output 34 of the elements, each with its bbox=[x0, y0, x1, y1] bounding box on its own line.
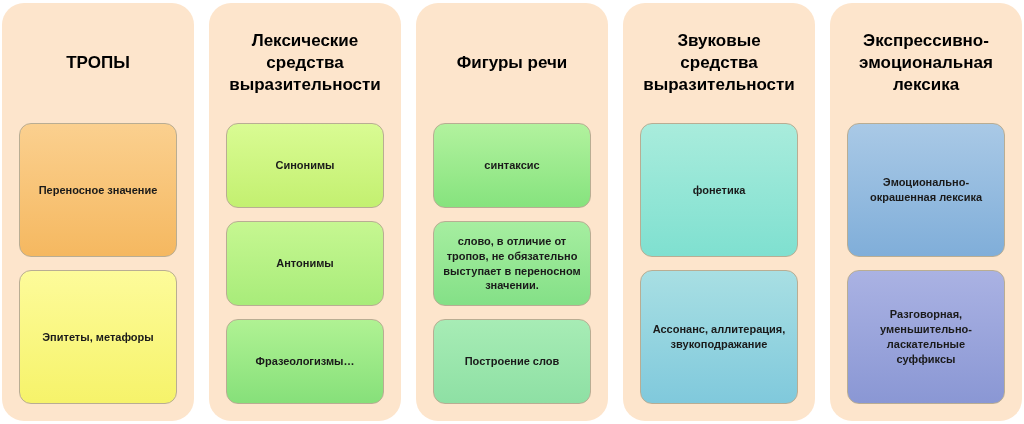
column-heading: Звуковые средства выразительности bbox=[642, 29, 796, 97]
item-box bbox=[226, 221, 384, 306]
column-heading: Экспрессивно-эмоциональная лексика bbox=[858, 29, 994, 97]
item-text: Антонимы bbox=[276, 256, 334, 271]
item-text: синтаксис bbox=[484, 158, 540, 173]
item-box bbox=[433, 319, 591, 404]
item-text: Эмоционально-окрашенная лексика bbox=[868, 175, 984, 205]
category-column bbox=[416, 3, 608, 421]
category-column bbox=[209, 3, 401, 421]
column-heading: Лексические средства выразительности bbox=[228, 29, 382, 97]
item-box bbox=[847, 123, 1005, 257]
item-text: Синонимы bbox=[275, 158, 335, 173]
item-box bbox=[19, 123, 177, 257]
column-heading: Фигуры речи bbox=[455, 51, 569, 74]
category-column bbox=[2, 3, 194, 421]
item-box bbox=[433, 123, 591, 208]
item-text: слово, в отличие от тропов, не обязательно выступает в переносном значении. bbox=[442, 233, 582, 294]
item-box bbox=[640, 270, 798, 404]
item-text: Ассонанс, аллитерация, звукоподражание bbox=[651, 322, 787, 352]
item-box bbox=[19, 270, 177, 404]
item-box bbox=[847, 270, 1005, 404]
item-text: Разговорная, уменьшительно-ласкательные суффиксы bbox=[879, 307, 973, 367]
column-heading: ТРОПЫ bbox=[65, 51, 131, 74]
item-box bbox=[226, 123, 384, 208]
item-box bbox=[226, 319, 384, 404]
item-box bbox=[640, 123, 798, 257]
item-text: Построение слов bbox=[464, 354, 560, 369]
item-text: Фразеологизмы… bbox=[255, 354, 355, 369]
item-box bbox=[433, 221, 591, 306]
category-column bbox=[830, 3, 1022, 421]
item-text: Эпитеты, метафоры bbox=[42, 329, 154, 345]
category-column bbox=[623, 3, 815, 421]
item-text: фонетика bbox=[692, 182, 746, 198]
item-text: Переносное значение bbox=[38, 182, 158, 198]
